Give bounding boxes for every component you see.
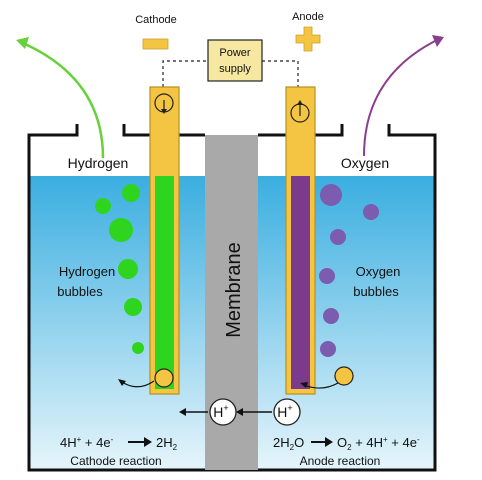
hydrogen-bubble (95, 198, 111, 214)
plus-icon (295, 26, 321, 52)
cathode-hydrogen-fill (155, 176, 174, 389)
hydrogen-bubble (122, 184, 140, 202)
anode-equation-rhs: O2 + 4H+ + 4e- (337, 435, 420, 452)
anode-equation-arrowhead (325, 437, 333, 447)
cathode-equation-arrowhead (144, 437, 152, 447)
hydrogen-gas-label: Hydrogen (68, 155, 129, 171)
cathode-electron-arrowhead (118, 379, 126, 386)
hydrogen-bubbles (95, 184, 144, 354)
oxygen-bubbles-label-line2: bubbles (353, 284, 399, 299)
oxygen-bubble (323, 308, 339, 324)
cathode-label: Cathode (135, 14, 177, 26)
hydrogen-release-arrow (24, 42, 105, 159)
anode-bottom-circle (334, 366, 354, 386)
cathode-electron-arrow (121, 380, 155, 388)
hydrogen-bubble (109, 218, 133, 242)
oxygen-bubble (320, 341, 336, 357)
oxygen-bubble (319, 268, 335, 284)
hydrogen-bubble (124, 298, 142, 316)
proton-label-left: H+ (213, 403, 228, 420)
hydrogen-bubbles-label-line2: bubbles (57, 284, 103, 299)
oxygen-release-arrowhead (432, 35, 444, 47)
proton-label-right: H+ (277, 403, 292, 420)
oxygen-bubble (363, 204, 379, 220)
wire-cathode (162, 60, 208, 87)
power-supply-label-line2: supply (219, 63, 251, 75)
anode-oxygen-fill (291, 176, 310, 389)
anode-electron-arrowhead (300, 382, 308, 388)
hydrogen-bubble (118, 259, 138, 279)
anode-reaction-caption: Anode reaction (300, 454, 381, 468)
anode-electron-arrow (303, 382, 339, 389)
oxygen-bubbles-label-line1: Oxygen (356, 264, 401, 279)
anode-label: Anode (292, 11, 324, 23)
cathode-equation-rhs: 2H2 (156, 435, 178, 452)
cathode-down-arrowhead (161, 109, 167, 114)
cathode-bottom-circle (154, 368, 174, 388)
minus-icon (142, 38, 169, 50)
proton-arrowhead-right (236, 408, 243, 416)
power-supply-box (207, 39, 263, 82)
wire-anode (262, 60, 299, 87)
anode-equation-lhs: 2H2O (273, 435, 304, 452)
proton-circle-right (273, 398, 301, 426)
hydrogen-bubble (132, 342, 144, 354)
membrane-label: Membrane (223, 242, 245, 338)
hydrogen-release-arrowhead (16, 37, 29, 49)
proton-arrowhead-left (179, 408, 186, 416)
power-supply-label-line1: Power (219, 47, 251, 59)
cathode-equation-lhs: 4H+ + 4e- (60, 435, 114, 450)
oxygen-bubble (320, 184, 342, 206)
anode-up-arrowhead (297, 100, 303, 105)
oxygen-gas-label: Oxygen (341, 155, 389, 171)
hydrogen-bubbles-label-line1: Hydrogen (59, 264, 115, 279)
oxygen-bubble (330, 229, 346, 245)
proton-circle-left (209, 398, 237, 426)
oxygen-bubbles (319, 184, 379, 357)
oxygen-release-arrow (363, 40, 436, 157)
cathode-reaction-caption: Cathode reaction (70, 454, 161, 468)
